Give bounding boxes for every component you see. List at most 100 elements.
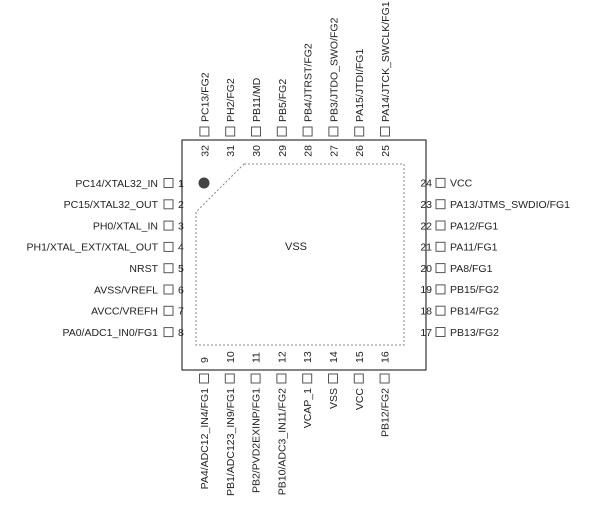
pin-3-label: PH0/XTAL_IN — [93, 220, 158, 232]
pin-7-pad — [163, 305, 174, 316]
pin-4-label: PH1/XTAL_EXT/XTAL_OUT — [27, 242, 159, 254]
pin-7-label: AVCC/VREFH — [91, 306, 158, 318]
pin-31-number: 31 — [225, 145, 237, 157]
pin-1-number: 1 — [178, 178, 184, 190]
pin-16-number: 16 — [380, 351, 392, 363]
pin-24-label: VCC — [450, 178, 473, 190]
pin-21-label: PA11/FG1 — [450, 242, 498, 254]
pin-1-pad — [163, 178, 174, 188]
pin-3-pad — [163, 220, 174, 231]
pin-9-pad — [199, 373, 209, 384]
pin-30-pad — [251, 126, 261, 137]
pin-13-number: 13 — [302, 351, 314, 363]
pin-25-label: PA14/JTCK_SWCLK/FG1 — [380, 1, 392, 122]
pin-14-number: 14 — [328, 351, 340, 363]
pin-2-label: PC15/XTAL32_OUT — [64, 199, 159, 211]
pin-26-pad — [354, 126, 365, 137]
pin-18-pad — [435, 305, 446, 316]
pin-28-pad — [302, 126, 313, 137]
pin-29-number: 29 — [277, 145, 289, 157]
pin-17-number: 17 — [420, 327, 432, 339]
pin-12-pad — [276, 373, 287, 384]
pin-8-number: 8 — [178, 327, 184, 339]
pin-27-pad — [328, 126, 339, 137]
exposed-pad-outline — [195, 163, 405, 346]
pin-13-pad — [302, 373, 313, 384]
pin-9-number: 9 — [199, 357, 211, 363]
pin-25-number: 25 — [380, 145, 392, 157]
pin-2-pad — [163, 199, 174, 210]
package-body — [181, 139, 427, 371]
pin-5-number: 5 — [178, 263, 184, 275]
pin-14-pad — [328, 373, 338, 384]
pin-2-number: 2 — [178, 199, 184, 211]
pin-30-label: PB11/MD — [251, 77, 263, 122]
pin-18-label: PB14/FG2 — [450, 306, 499, 318]
pin-6-pad — [163, 284, 174, 295]
pin-32-number: 32 — [199, 145, 211, 157]
pin-16-pad — [379, 373, 390, 384]
pin-6-label: AVSS/VREFL — [94, 284, 158, 296]
pin-32-label: PC13/FG2 — [199, 72, 211, 122]
pin-4-pad — [163, 241, 174, 252]
exposed-pad-label: VSS — [285, 241, 307, 253]
pin-20-pad — [435, 263, 446, 274]
pin-25-pad — [380, 126, 390, 137]
pin-15-label: VCC — [354, 388, 366, 411]
pin-24-pad — [435, 177, 446, 188]
pin-22-label: PA12/FG1 — [450, 220, 498, 232]
pin-21-number: 21 — [420, 242, 432, 254]
pin-6-number: 6 — [178, 284, 184, 296]
pin-24-number: 24 — [420, 178, 432, 190]
pin-11-number: 11 — [251, 352, 263, 363]
pin-32-pad — [199, 126, 210, 137]
pin-15-number: 15 — [354, 351, 366, 363]
pin-22-pad — [435, 220, 446, 231]
pin-17-pad — [435, 327, 446, 337]
pin-27-label: PB3/JTDO_SWO/FG2 — [328, 17, 340, 122]
pin-7-number: 7 — [178, 306, 184, 318]
pin-21-pad — [435, 241, 446, 252]
pin-29-pad — [276, 126, 287, 137]
pin-8-label: PA0/ADC1_IN0/FG1 — [62, 327, 158, 339]
pin-14-label: VSS — [328, 388, 340, 409]
pin-12-number: 12 — [276, 351, 288, 363]
pin-8-pad — [163, 327, 174, 338]
pin-23-number: 23 — [420, 199, 432, 211]
pin-23-pad — [435, 199, 446, 210]
pin-23-label: PA13/JTMS_SWDIO/FG1 — [450, 199, 570, 211]
pin-19-number: 19 — [420, 284, 432, 296]
pin-26-label: PA15/JTDI/FG1 — [354, 49, 366, 122]
pin-1-label: PC14/XTAL32_IN — [75, 178, 158, 190]
pin-5-pad — [163, 263, 174, 274]
pin-17-label: PB13/FG2 — [450, 327, 499, 339]
pin-11-pad — [250, 373, 261, 384]
pin-28-number: 28 — [303, 145, 315, 157]
pin-18-number: 18 — [420, 306, 432, 318]
pin-16-label: PB12/FG2 — [380, 388, 392, 437]
pin-15-pad — [353, 373, 364, 384]
pin-13-label: VCAP_1 — [302, 388, 314, 428]
pin-10-label: PB1/ADC123_IN9/FG1 — [225, 388, 237, 496]
pin-12-label: PB10/ADC3_IN11/FG2 — [276, 388, 288, 495]
pin-30-number: 30 — [251, 145, 263, 157]
pin-26-number: 26 — [354, 145, 366, 157]
pin-22-number: 22 — [420, 220, 432, 232]
pin-3-number: 3 — [178, 220, 184, 232]
pin-28-label: PB4/JTRST/FG2 — [303, 43, 315, 122]
pin-5-label: NRST — [129, 263, 158, 275]
pin-9-label: PA4/ADC12_IN4/FG1 — [199, 388, 211, 490]
pin-20-number: 20 — [420, 263, 432, 275]
pin-20-label: PA8/FG1 — [450, 263, 493, 275]
pin-31-pad — [225, 126, 236, 137]
pins-layer: 1 PC14/XTAL32_IN 2 PC15/XTAL32_OUT 3 PH0/XTAL… — [27, 1, 571, 496]
pin-19-label: PB15/FG2 — [450, 284, 499, 296]
pin-29-label: PB5/FG2 — [277, 79, 289, 122]
pin-10-number: 10 — [225, 351, 237, 363]
pin-19-pad — [435, 284, 446, 295]
pin-31-label: PH2/FG2 — [225, 78, 237, 122]
pin-10-pad — [224, 373, 235, 384]
pin-27-number: 27 — [328, 145, 340, 157]
pin1-marker-dot — [198, 177, 210, 189]
